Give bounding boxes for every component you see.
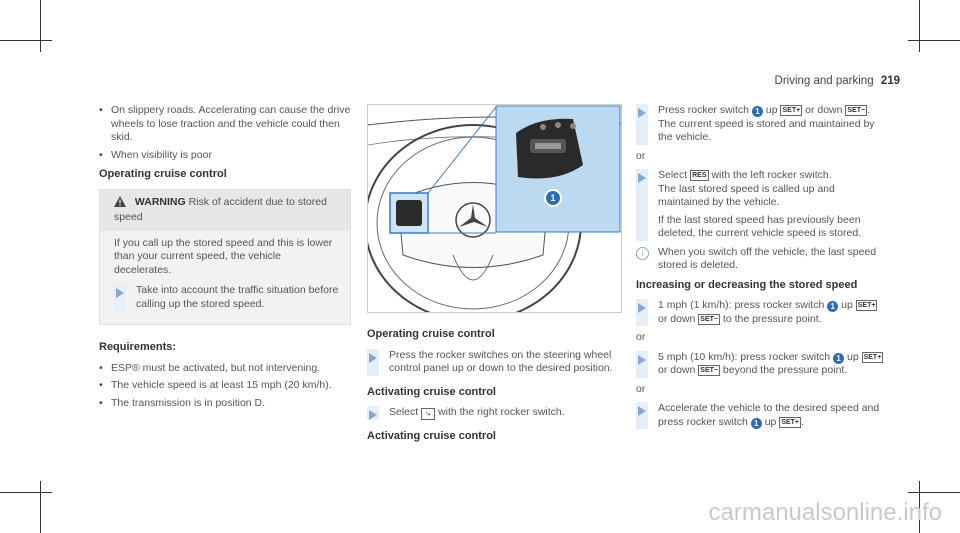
set-minus-key-icon: SET− <box>698 313 720 325</box>
callout-badge: 1 <box>751 106 763 117</box>
callout-badge: 1 <box>833 352 845 364</box>
step-text: 1 mph (1 km/h): press rocker switch <box>658 299 825 311</box>
step-text: up <box>765 104 778 116</box>
set-plus-key-icon: SET+ <box>855 300 878 311</box>
crop-mark <box>919 481 920 533</box>
step-arrow-icon <box>367 406 379 420</box>
crop-mark <box>40 0 41 52</box>
list-item: ESP® must be activated, but not interven… <box>99 362 351 376</box>
step-text: Select <box>389 406 419 418</box>
step-text: or down <box>658 312 696 325</box>
info-icon: i <box>636 246 649 260</box>
step-text: Press the rocker switches on the steerin… <box>389 348 613 375</box>
step-result: The current speed is stored and maintain… <box>658 117 875 144</box>
set-plus-key-icon: SET+ <box>861 351 884 363</box>
step-arrow-icon <box>636 402 648 429</box>
step-text: Accelerate the vehicle to the desired sp… <box>658 402 880 428</box>
instruction-step: Select RES with the left rocker switch. … <box>636 169 886 241</box>
set-plus-key-icon: SET+ <box>779 416 802 428</box>
step-text: Select <box>658 169 688 181</box>
or-separator: or <box>636 331 646 343</box>
callout-badge: 1 <box>827 301 839 312</box>
watermark: carmanualsonline.info <box>708 499 942 526</box>
warning-title-text: Risk of accident due to stored speed <box>114 195 327 224</box>
warning-title: WARNING <box>134 195 186 208</box>
instruction-step: 1 mph (1 km/h): press rocker switch 1 up… <box>636 299 886 326</box>
middle-column: Operating cruise control Press the rocke… <box>367 322 620 451</box>
step-arrow-icon <box>636 169 648 241</box>
step-text: up <box>841 299 853 311</box>
step-text: up <box>846 350 859 363</box>
warning-icon <box>114 195 126 212</box>
crop-mark <box>908 492 960 493</box>
instruction-step: 5 mph (10 km/h): press rocker switch 1 u… <box>636 350 886 378</box>
step-arrow-icon <box>636 299 648 326</box>
callout-badge: 1 <box>544 189 562 207</box>
list-item: When visibility is poor <box>99 149 351 163</box>
note-text: When you switch off the vehicle, the las… <box>658 245 877 272</box>
list-item: On slippery roads. Accelerating can caus… <box>99 104 351 145</box>
section-heading: Increasing or decreasing the stored spee… <box>636 278 858 291</box>
page-header: Driving and parking 219 <box>775 75 900 87</box>
instruction-step: Press rocker switch 1 up SET+ or down SE… <box>636 104 886 145</box>
step-text: Take into account the traffic situation … <box>136 284 339 310</box>
step-arrow-icon <box>367 348 379 376</box>
section-heading: Activating cruise control <box>367 385 496 398</box>
warning-box: WARNING Risk of accident due to stored s… <box>99 188 351 325</box>
step-text: or down <box>805 104 843 116</box>
step-arrow-icon <box>636 350 648 378</box>
crop-mark <box>919 0 920 52</box>
right-column: Press rocker switch 1 up SET+ or down SE… <box>636 104 886 434</box>
step-text: with the right rocker switch. <box>438 406 565 418</box>
instruction-step: Select ⤷ with the right rocker switch. <box>367 406 620 420</box>
step-arrow-icon <box>114 284 126 311</box>
left-column: On slippery roads. Accelerating can caus… <box>99 104 351 414</box>
step-text: beyond the pressure point. <box>722 364 848 376</box>
warning-text: If you call up the stored speed and this… <box>114 236 333 276</box>
section-heading: Operating cruise control <box>99 168 227 180</box>
step-text: to the pressure point. <box>722 312 822 325</box>
step-text: Press rocker switch <box>658 104 750 116</box>
section-heading: Operating cruise control <box>367 328 495 340</box>
step-result: The last stored speed is called up and m… <box>658 182 835 209</box>
set-plus-key-icon: SET+ <box>780 105 803 116</box>
section-title: Driving and parking <box>774 75 874 87</box>
section-heading: Activating cruise control <box>367 430 496 442</box>
steering-wheel-illustration: 1 <box>367 104 622 313</box>
page-number: 219 <box>880 75 900 87</box>
instruction-step: Press the rocker switches on the steerin… <box>367 348 620 376</box>
res-key-icon: RES <box>690 170 709 181</box>
set-minus-key-icon: SET− <box>845 105 868 116</box>
cruise-control-icon: ⤷ <box>421 408 436 420</box>
or-separator: or <box>636 382 646 395</box>
crop-mark <box>0 40 52 41</box>
or-separator: or <box>636 149 646 162</box>
crop-mark <box>908 40 960 41</box>
step-text: or down <box>658 364 696 376</box>
step-text: 5 mph (10 km/h): press rocker switch <box>658 350 831 363</box>
requirements-heading: Requirements: <box>99 341 177 353</box>
callout-badge: 1 <box>750 417 762 429</box>
list-item: The transmission is in position D. <box>99 397 351 411</box>
step-text: up <box>764 415 777 428</box>
crop-mark <box>0 492 52 493</box>
set-minus-key-icon: SET− <box>698 365 720 376</box>
info-note: i When you switch off the vehicle, the l… <box>636 246 886 273</box>
list-item: The vehicle speed is at least 15 mph (20… <box>99 379 351 393</box>
instruction-step: Accelerate the vehicle to the desired sp… <box>636 402 886 429</box>
warning-step: Take into account the traffic situation … <box>114 284 340 311</box>
warning-header: WARNING Risk of accident due to stored s… <box>100 189 350 231</box>
crop-mark <box>40 481 41 533</box>
step-result: If the last stored speed has previously … <box>658 213 862 240</box>
warning-body: If you call up the stored speed and this… <box>100 231 350 325</box>
step-arrow-icon <box>636 104 648 145</box>
step-text: with the left rocker switch. <box>711 169 832 181</box>
